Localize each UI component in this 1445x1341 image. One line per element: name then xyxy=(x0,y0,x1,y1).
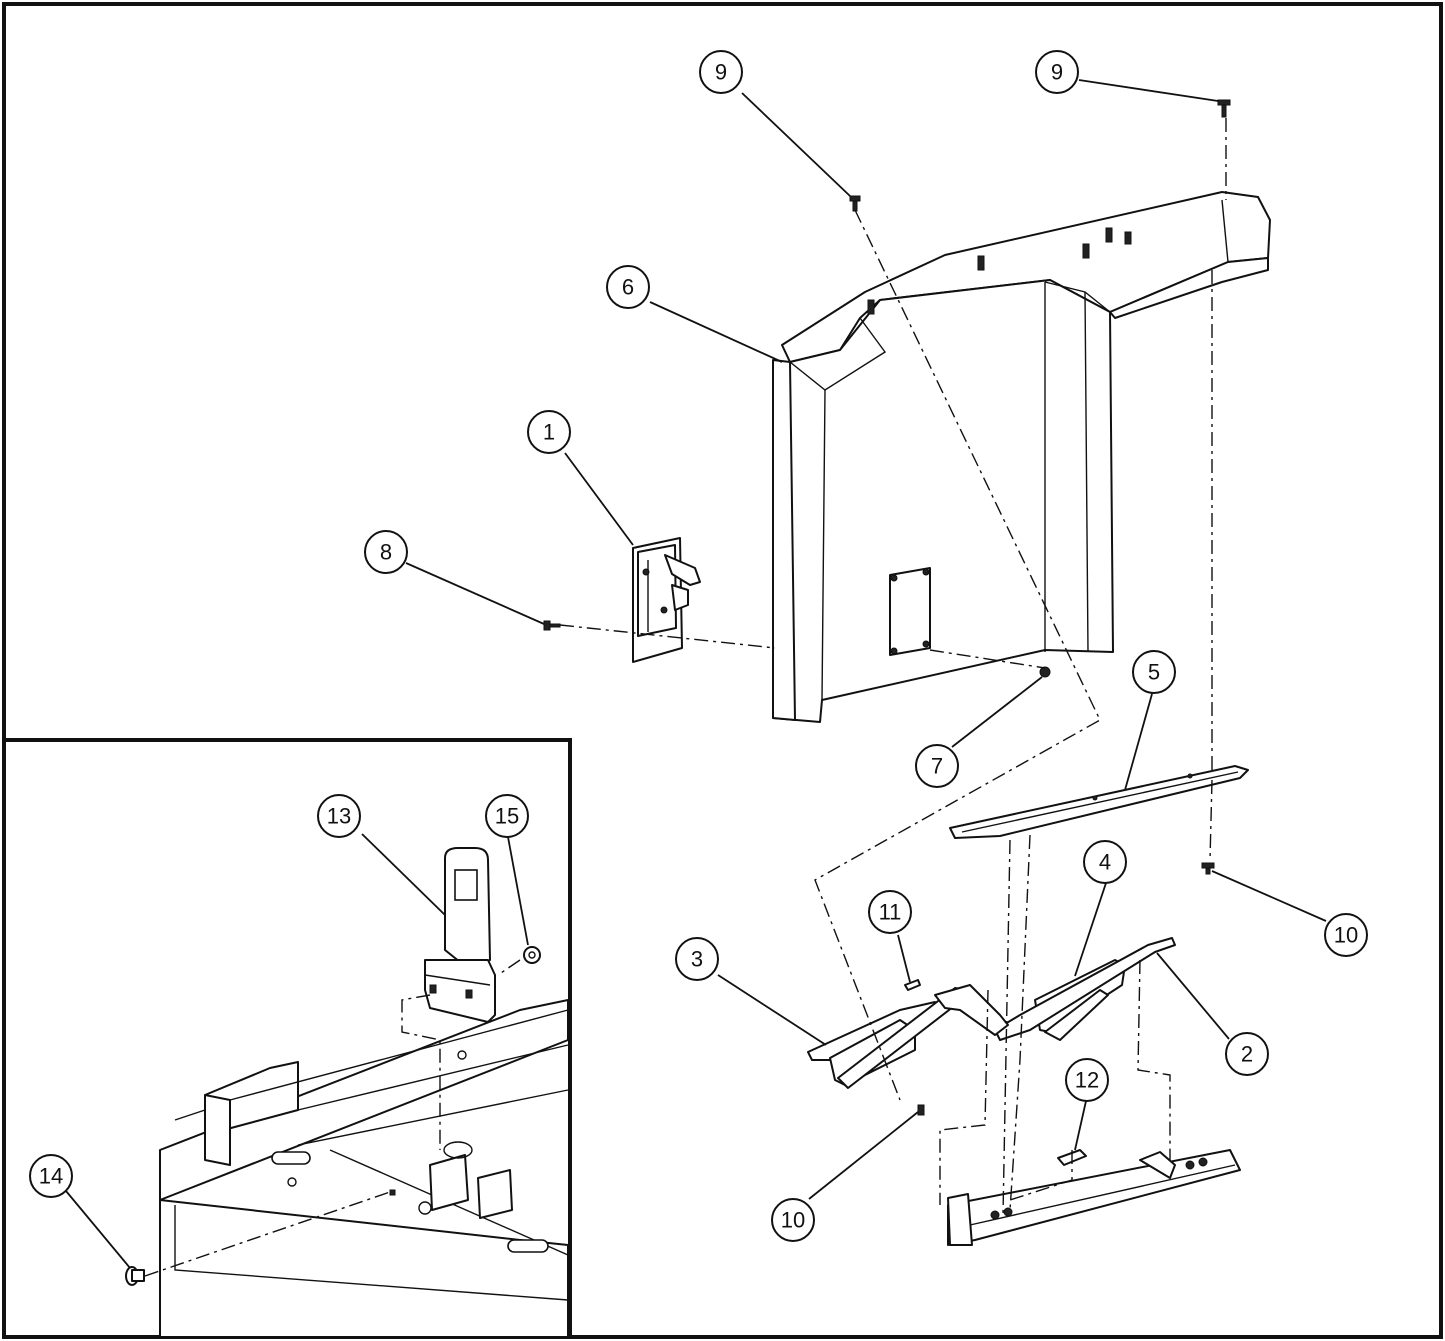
callout-label: 10 xyxy=(781,1208,805,1233)
callout-label: 3 xyxy=(691,947,703,972)
callout-label: 9 xyxy=(715,60,727,85)
part-10-screw-left xyxy=(917,1104,925,1116)
part-9-screw-right xyxy=(1217,99,1231,118)
part-2-linkage xyxy=(934,984,1009,1036)
callout-5: 5 xyxy=(1132,650,1176,694)
part-14-bolt xyxy=(125,1266,145,1286)
callout-2: 2 xyxy=(1225,1032,1269,1076)
callout-label: 9 xyxy=(1051,60,1063,85)
callout-label: 14 xyxy=(39,1164,63,1189)
callout-label: 4 xyxy=(1099,850,1111,875)
callout-14: 14 xyxy=(29,1154,73,1198)
inset-assembly-lines xyxy=(144,959,521,1277)
part-7-nut xyxy=(1039,666,1051,678)
bottom-rail xyxy=(947,1149,1241,1246)
callout-15: 15 xyxy=(485,794,529,838)
part-3-arm xyxy=(807,987,969,1089)
callout-7: 7 xyxy=(915,744,959,788)
callout-6: 6 xyxy=(606,265,650,309)
callout-9-right: 9 xyxy=(1035,50,1079,94)
part-15-nut xyxy=(523,946,541,964)
callout-label: 15 xyxy=(495,804,519,829)
callout-12: 12 xyxy=(1065,1058,1109,1102)
callout-4: 4 xyxy=(1083,840,1127,884)
callout-9-left: 9 xyxy=(699,50,743,94)
part-6-shroud-panel xyxy=(772,191,1271,723)
callout-10-right: 10 xyxy=(1324,913,1368,957)
leader-lines xyxy=(65,79,1327,1269)
inset-panel xyxy=(2,738,572,1339)
callout-8: 8 xyxy=(364,530,408,574)
callout-13: 13 xyxy=(317,794,361,838)
callout-3: 3 xyxy=(675,937,719,981)
part-4-arm xyxy=(994,937,1176,1041)
callout-11: 11 xyxy=(868,890,912,934)
part-9-screw-left xyxy=(849,195,861,212)
part-8-screw xyxy=(543,620,561,631)
callout-label: 13 xyxy=(327,804,351,829)
callout-label: 5 xyxy=(1148,660,1160,685)
part-10-screw-right xyxy=(1201,862,1215,875)
callout-label: 7 xyxy=(931,754,943,779)
callout-1: 1 xyxy=(527,410,571,454)
part-13-bracket xyxy=(424,847,496,1023)
callout-label: 10 xyxy=(1334,923,1358,948)
callout-label: 11 xyxy=(879,900,902,925)
part-11-pin xyxy=(904,979,921,991)
callout-10-left: 10 xyxy=(771,1198,815,1242)
callout-label: 12 xyxy=(1075,1068,1099,1093)
callout-label: 1 xyxy=(543,420,555,445)
part-1-latch xyxy=(632,537,701,663)
callout-label: 8 xyxy=(380,540,392,565)
part-5-bracket-bar xyxy=(949,765,1249,839)
assembly-lines xyxy=(559,118,1227,1216)
callout-label: 6 xyxy=(622,275,634,300)
callout-label: 2 xyxy=(1241,1042,1253,1067)
